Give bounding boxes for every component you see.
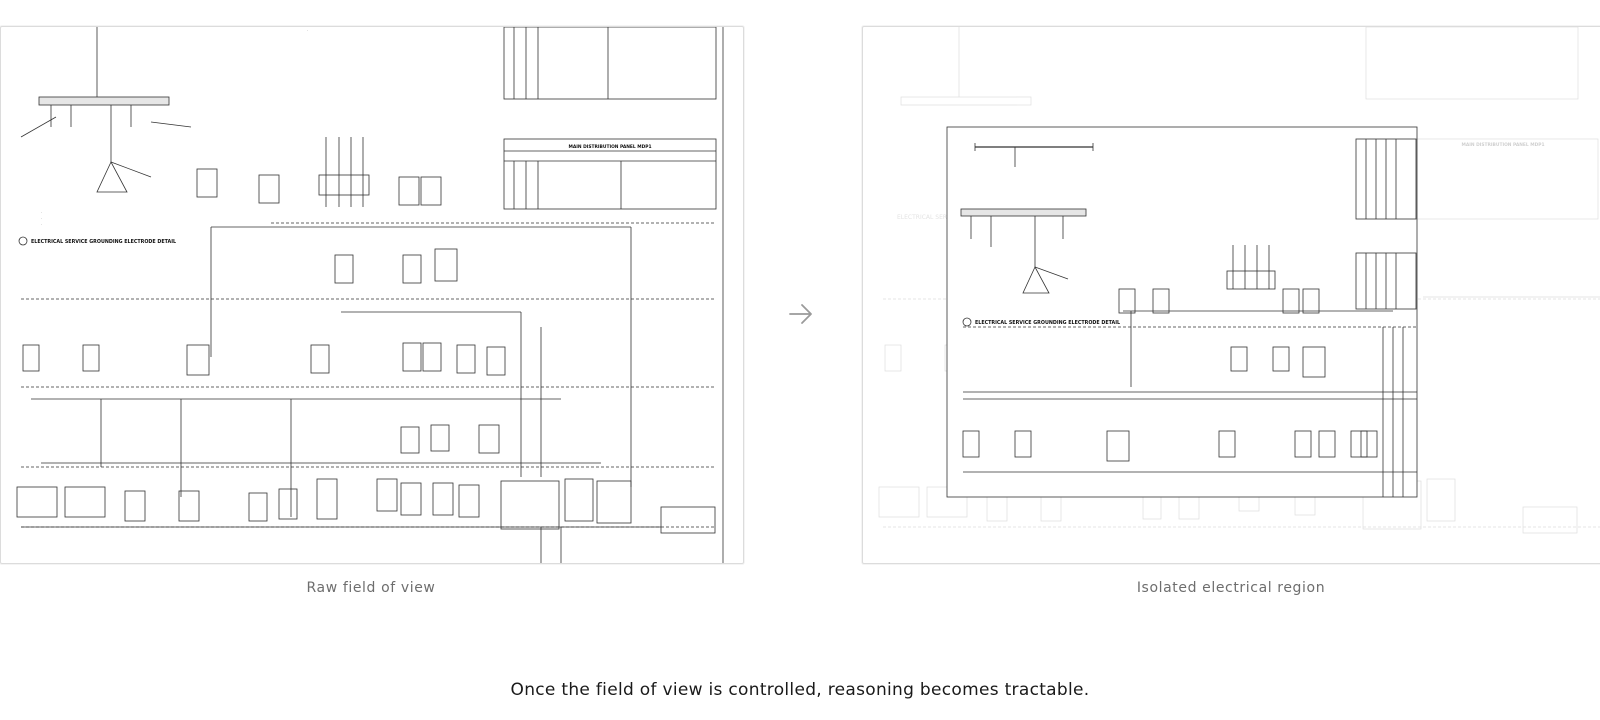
raw-schematic: - - - - ELECTRICAL SERVICE GROUNDING ELECT… [16,27,724,563]
raw-view-caption: Raw field of view [306,580,436,596]
raw-mdp-title: MAIN DISTRIBUTION PANEL MDP1 [568,144,651,150]
isolated-mdp-title: MAIN DISTRIBUTION PANEL MDP1 [1461,142,1544,148]
svg-text:-: - [41,222,42,226]
arrow-right-icon [789,304,812,324]
svg-text:-: - [41,210,42,214]
faded-region-label: ELECTRICAL SER [897,214,947,221]
isolated-view-panel: ELECTRICAL SER [862,26,1600,564]
isolated-grounding-title: ELECTRICAL SERVICE GROUNDING ELECTRODE D… [975,320,1120,326]
raw-view-panel: - - - - ELECTRICAL SERVICE GROUNDING ELECT… [0,26,744,564]
isolated-detail-marker-icon [962,317,972,327]
isolated-region-frame [946,126,1418,498]
svg-text:-: - [41,216,42,220]
svg-text:-: - [307,28,308,32]
raw-detail-marker-icon [18,236,28,246]
tagline: Once the field of view is controlled, re… [510,680,1090,700]
raw-grounding-title: ELECTRICAL SERVICE GROUNDING ELECTRODE D… [31,239,176,245]
isolated-schematic: ELECTRICAL SER [878,27,1600,534]
isolated-view-caption: Isolated electrical region [1136,580,1326,596]
